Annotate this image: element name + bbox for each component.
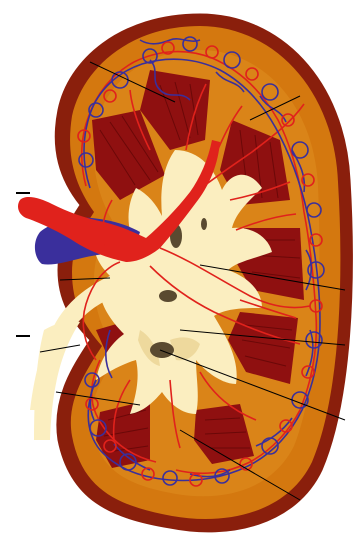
- kidney-diagram: [0, 0, 361, 541]
- kidney-svg: [0, 0, 361, 541]
